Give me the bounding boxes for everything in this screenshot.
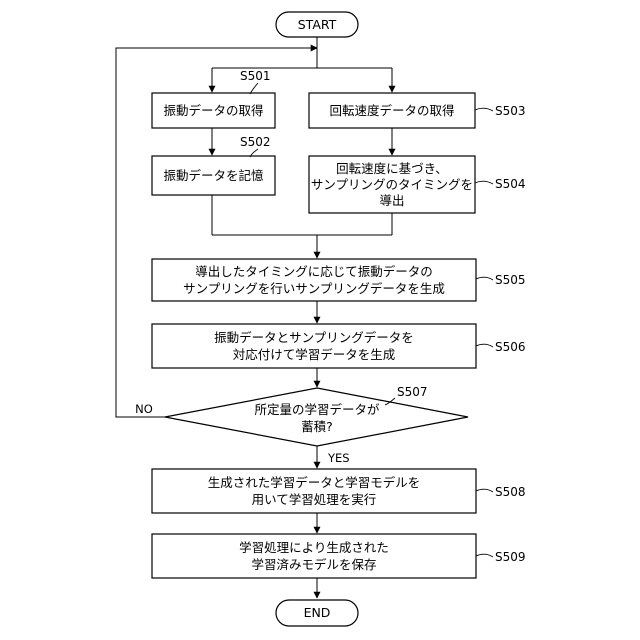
leader-s506: [476, 344, 493, 347]
step-s506-text-line-2: 対応付けて学習データを生成: [233, 347, 396, 362]
leader-s503: [475, 108, 493, 111]
step-s505-text-line-2: サンプリングを行いサンプリングデータを生成: [183, 281, 445, 296]
step-id-s502: S502: [240, 135, 271, 149]
step-id-s507: S507: [397, 385, 428, 399]
leader-s509: [476, 554, 493, 557]
step-id-s505: S505: [495, 273, 526, 287]
end-label: END: [304, 605, 331, 620]
step-s509-text-line-1: 学習処理により生成された: [239, 540, 389, 555]
branch-yes-label: YES: [327, 451, 350, 465]
leader-s508: [476, 489, 493, 492]
step-s502-box: 振動データを記憶: [152, 156, 275, 195]
step-s505-box: 導出したタイミングに応じて振動データの サンプリングを行いサンプリングデータを生…: [152, 259, 476, 301]
leader-s504: [475, 181, 493, 184]
branch-no-label: NO: [135, 402, 153, 416]
leader-s501: [250, 83, 258, 94]
step-s501-text: 振動データの取得: [163, 103, 263, 118]
step-s505-text-line-1: 導出したタイミングに応じて振動データの: [195, 264, 433, 279]
step-s502-text: 振動データを記憶: [163, 168, 264, 183]
step-s504-text-line-3: 導出: [379, 193, 404, 208]
step-s508-box: 生成された学習データと学習モデルを 用いて学習処理を実行: [152, 469, 476, 513]
end-terminator: END: [276, 600, 358, 626]
start-label: START: [298, 17, 337, 32]
step-s509-text-line-2: 学習済みモデルを保存: [251, 557, 376, 572]
step-s501-box: 振動データの取得: [152, 93, 275, 128]
step-s504-box: 回転速度に基づき、 サンプリングのタイミングを 導出: [309, 156, 475, 213]
step-id-s508: S508: [495, 485, 526, 499]
step-id-s506: S506: [495, 340, 526, 354]
step-id-s504: S504: [495, 177, 526, 191]
step-s506-box: 振動データとサンプリングデータを 対応付けて学習データを生成: [152, 324, 476, 368]
step-id-s503: S503: [495, 104, 526, 118]
step-s509-box: 学習処理により生成された 学習済みモデルを保存: [152, 534, 476, 578]
step-s507-text-line-2: 蓄積?: [301, 419, 333, 434]
step-s508-text-line-1: 生成された学習データと学習モデルを: [208, 475, 421, 490]
step-s507-text-line-1: 所定量の学習データが: [254, 402, 380, 417]
start-terminator: START: [276, 12, 358, 37]
step-s503-text: 回転速度データの取得: [329, 103, 454, 118]
step-s504-text-line-1: 回転速度に基づき、: [336, 161, 448, 176]
step-id-s509: S509: [495, 550, 526, 564]
step-s508-text-line-2: 用いて学習処理を実行: [252, 492, 377, 507]
leader-s505: [476, 277, 493, 280]
step-s503-box: 回転速度データの取得: [309, 93, 475, 128]
step-s504-text-line-2: サンプリングのタイミングを: [311, 177, 473, 192]
step-id-s501: S501: [240, 69, 271, 83]
step-s506-text-line-1: 振動データとサンプリングデータを: [214, 330, 414, 345]
